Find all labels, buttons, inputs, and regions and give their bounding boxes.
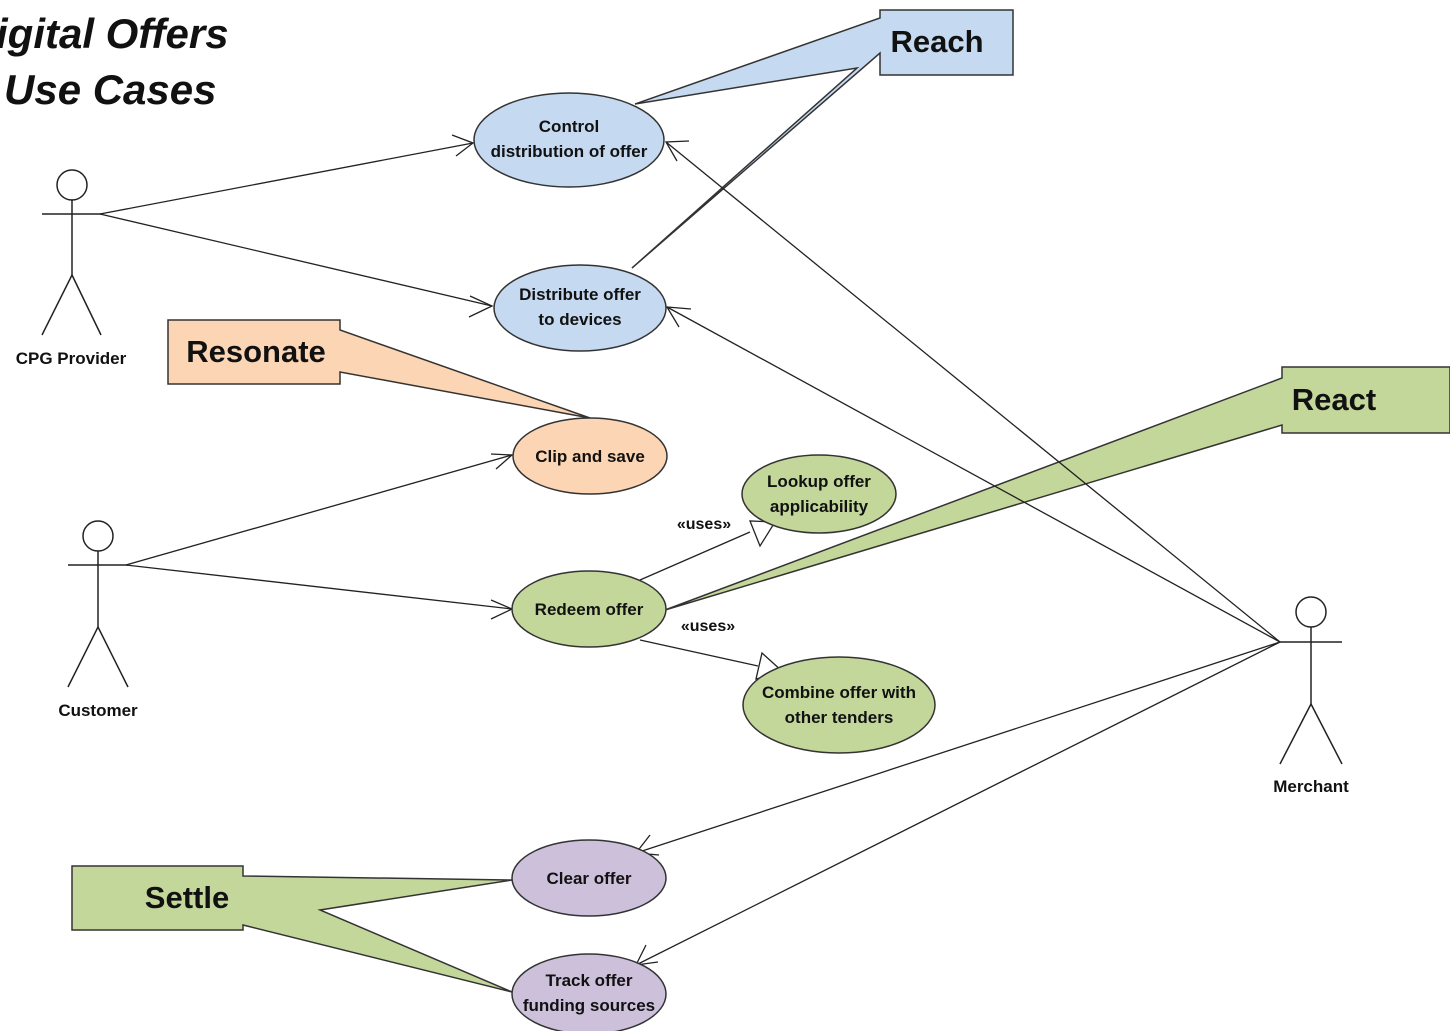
assoc-cpg-control [99, 142, 474, 215]
assoc-customer-clip [125, 454, 513, 566]
arrowhead-distribute-right [665, 306, 692, 328]
use-case-track-offer[interactable] [511, 953, 667, 1031]
arrowhead-control-left [451, 134, 475, 157]
combine-label-line-1: Combine offer with [762, 683, 916, 702]
distribute-label-line-2: to devices [538, 310, 621, 329]
use-case-redeem-offer[interactable] [511, 570, 667, 648]
track-label-line-2: funding sources [523, 996, 655, 1015]
track-label-line-1: Track offer [546, 971, 633, 990]
uses-label-combine: «uses» [681, 618, 735, 635]
resonate-callout-shape [167, 319, 591, 419]
reach-callout-label: Reach [890, 24, 983, 59]
react-callout-label: React [1292, 382, 1376, 417]
diagram-title-line-2: Use Cases [4, 66, 217, 113]
lookup-label-line-1: Lookup offer [767, 472, 871, 491]
actor-cpg-provider[interactable] [41, 169, 102, 336]
settle-callout-shape [71, 865, 513, 993]
actor-customer[interactable] [67, 520, 129, 688]
uses-arrowhead-lookup [749, 520, 777, 548]
cpg-provider-label: CPG Provider [16, 349, 127, 368]
assoc-merchant-clear [635, 641, 1281, 854]
clear-label: Clear offer [546, 869, 631, 888]
use-case-clip-and-save[interactable] [512, 417, 668, 495]
reach-callout-shape [631, 9, 1014, 269]
arrowhead-control-right [664, 140, 690, 162]
arrowhead-redeem [490, 599, 514, 620]
assoc-merchant-control [665, 141, 1281, 643]
assoc-customer-redeem [125, 564, 513, 610]
lookup-label-line-2: applicability [770, 497, 869, 516]
distribute-label-line-1: Distribute offer [519, 285, 641, 304]
assoc-cpg-distribute [99, 213, 493, 307]
uses-line-lookup [639, 531, 751, 581]
use-case-distribute-offer[interactable] [493, 264, 667, 352]
settle-callout-label: Settle [145, 880, 229, 915]
clip-label: Clip and save [535, 447, 645, 466]
use-case-control-distribution[interactable] [473, 92, 665, 188]
combine-label-line-2: other tenders [785, 708, 894, 727]
arrowhead-distribute-left [468, 295, 494, 318]
customer-label: Customer [58, 701, 138, 720]
uses-line-combine [639, 639, 759, 667]
resonate-callout-label: Resonate [186, 334, 326, 369]
assoc-merchant-track [635, 641, 1281, 966]
react-callout-shape [664, 366, 1450, 611]
assoc-merchant-distribute [666, 306, 1281, 643]
redeem-label: Redeem offer [535, 600, 644, 619]
control-label-line-2: distribution of offer [491, 142, 648, 161]
merchant-label: Merchant [1273, 777, 1349, 796]
arrowhead-clip [490, 453, 514, 470]
uses-label-lookup: «uses» [677, 516, 731, 533]
use-case-clear-offer[interactable] [511, 839, 667, 917]
diagram-title-line-1: igital Offers [0, 10, 229, 57]
control-label-line-1: Control [539, 117, 599, 136]
actor-merchant[interactable] [1279, 596, 1343, 765]
use-case-lookup-offer[interactable] [741, 454, 897, 534]
use-case-combine-offer[interactable] [742, 656, 936, 754]
